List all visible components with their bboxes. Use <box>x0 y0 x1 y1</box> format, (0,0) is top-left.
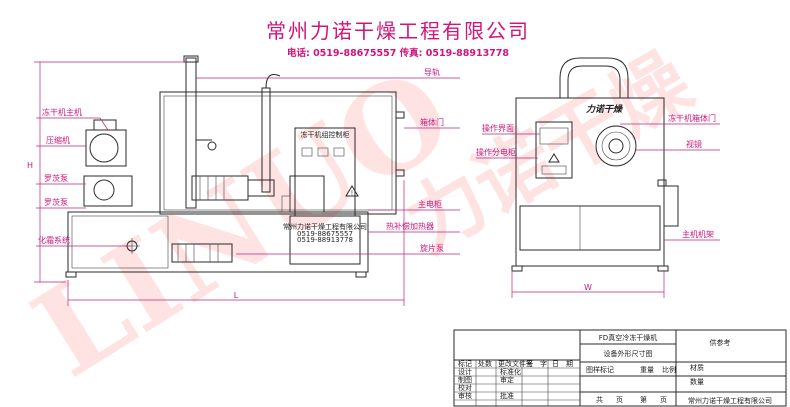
tb-sheets-total: 共 <box>596 395 603 404</box>
side-dims: W <box>511 270 665 298</box>
tb-approve: 批准 <box>500 391 514 400</box>
side-labels: 操作界面 操作分电柜 冻干机箱体门 视镜 主机机架 <box>476 113 720 241</box>
label-chamber-door-left: 箱体门 <box>420 117 444 127</box>
label-control-box: 操作分电柜 <box>476 147 516 157</box>
tb-h4: 字 <box>540 359 547 368</box>
label-compressor: 压缩机 <box>46 135 70 145</box>
tb-scale: 比例 <box>662 365 676 374</box>
viewing-window-icon <box>608 138 624 154</box>
tb-sheet-a: 页 <box>616 396 623 404</box>
tb-for-ref: 供参考 <box>710 338 731 347</box>
panel-title: 冻干机组控制柜 <box>301 130 350 139</box>
side-warning-icon <box>548 153 560 163</box>
front-labels-right: 导轨 箱体门 主电柜 热补偿加热器 旋片泵 <box>196 67 460 255</box>
svg-text:!: ! <box>351 190 353 197</box>
tb-footer-company: 常州力诺干燥工程有限公司 <box>688 396 772 405</box>
tb-material: 材质 <box>690 363 704 372</box>
label-vacuum-pump: 旋片泵 <box>420 243 444 253</box>
tb-row-review: 审核 <box>458 391 472 400</box>
tb-h2: 更改文件号 <box>498 359 533 368</box>
tb-sheet-no: 第 <box>640 395 647 404</box>
tb-h5: 日 <box>552 360 559 368</box>
side-door <box>595 125 637 167</box>
side-control-panel <box>535 121 573 179</box>
panel-company: 常州力诺干燥工程有限公司 <box>283 222 367 231</box>
label-operation-interface: 操作界面 <box>482 123 514 133</box>
tb-row-check: 校对 <box>458 383 472 392</box>
tb-std: 标准化 <box>500 367 521 376</box>
tb-review: 审定 <box>500 375 514 384</box>
front-view: 冻干机组控制柜 ! 常州力诺干燥工程有限公司 0519-88675557 051… <box>65 55 405 278</box>
header-contact: 电话: 0519-88675557 传真: 0519-88913778 <box>287 47 509 59</box>
label-heat-storage: 热补偿加热器 <box>386 221 434 231</box>
panel-phone2: 0519-88913778 <box>297 236 353 244</box>
dim-length: L <box>234 291 239 300</box>
label-rotary-vane-pump: 罗茨泵 <box>44 197 68 207</box>
label-viewing-window: 视镜 <box>686 139 702 149</box>
base-frame <box>67 211 369 273</box>
tb-h0: 标记 <box>458 359 472 368</box>
side-view: 力诺干燥 <box>511 57 679 272</box>
tb-quantity: 数量 <box>690 377 704 386</box>
label-door-right: 冻干机箱体门 <box>668 113 716 123</box>
label-refrigeration: 化霜系统 <box>38 235 70 245</box>
tb-sheet-b: 页 <box>660 396 667 404</box>
main-electric-cabinet <box>289 215 361 265</box>
side-body <box>515 97 665 267</box>
tb-weight: 重量 <box>640 366 654 374</box>
tb-product: FD真空冷冻干燥机 <box>599 333 657 342</box>
warning-triangle-icon <box>345 185 359 197</box>
tb-row-draw: 制图 <box>458 375 472 384</box>
panel-phone1: 0519-88675557 <box>297 230 353 238</box>
plate-brand: 力诺干燥 <box>586 104 623 115</box>
tb-h3: 签 <box>526 359 533 368</box>
vacuum-pump-body <box>171 243 233 263</box>
label-freeze-dryer: 冻干机主机 <box>42 107 82 117</box>
dim-width: W <box>584 283 592 292</box>
title-block: FD真空冷冻干燥机 设备外形尺寸图 供参考 材质 数量 标记 处数 更改文件号 … <box>453 329 787 407</box>
vertical-pipe <box>185 57 197 209</box>
drying-chamber <box>159 91 397 215</box>
front-dims: H L <box>27 61 405 306</box>
label-main-frame: 主机机架 <box>682 229 714 239</box>
label-guide-rail: 导轨 <box>424 67 440 77</box>
tb-drawing: 设备外形尺寸图 <box>604 349 653 358</box>
tb-h6: 期 <box>566 360 573 368</box>
header-company: 常州力诺干燥工程有限公司 <box>266 19 530 43</box>
tb-h1: 处数 <box>478 359 492 368</box>
front-labels-left: 冻干机主机 压缩机 罗茨泵 罗茨泵 化霜系统 <box>36 107 130 247</box>
label-roots-pump: 罗茨泵 <box>44 173 68 183</box>
tb-row-design: 设计 <box>458 367 472 376</box>
label-main-cabinet: 主电柜 <box>418 199 442 209</box>
tb-stage-mark: 图样标记 <box>586 365 614 374</box>
compressor-body <box>85 129 127 167</box>
dim-height: H <box>27 161 33 170</box>
